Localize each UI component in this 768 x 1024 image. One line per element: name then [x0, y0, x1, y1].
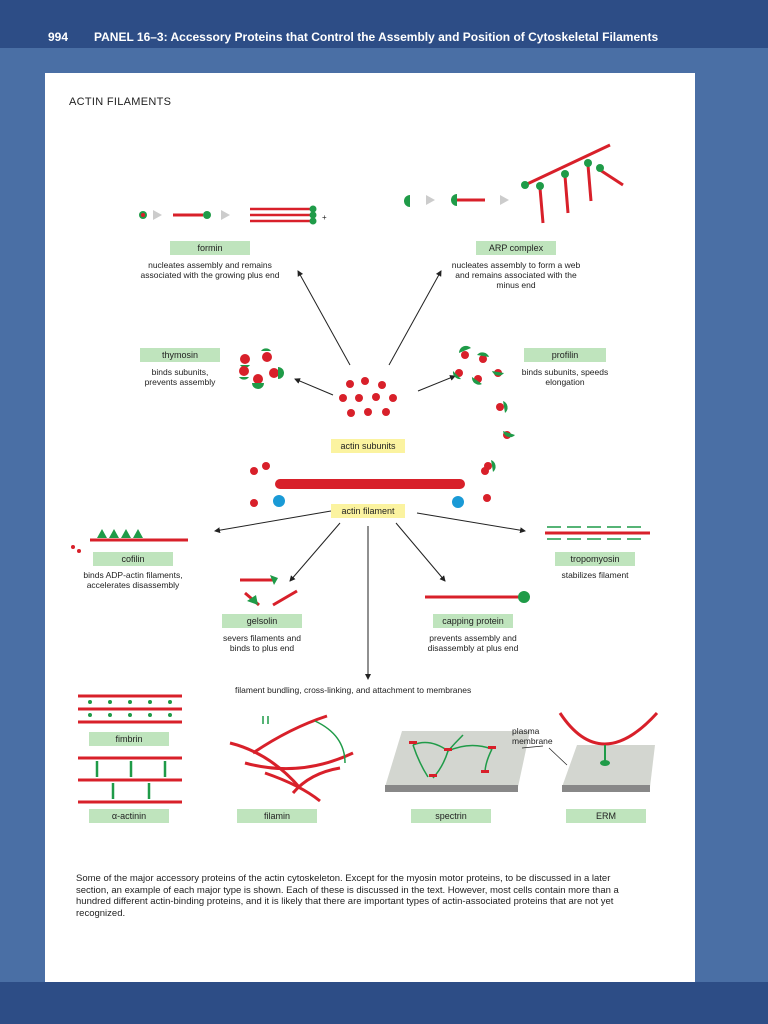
actin-subunits-label: actin subunits	[331, 439, 405, 453]
capping-diagram	[425, 591, 530, 603]
cofilin-description: binds ADP-actin filaments, accelerates d…	[83, 570, 183, 590]
page-number: 994	[48, 30, 69, 44]
spectrin-diagram	[385, 731, 530, 792]
capping-protein-description: prevents assembly and disassembly at plu…	[427, 633, 519, 653]
alpha-actinin-label: α-actinin	[89, 809, 169, 823]
tropomyosin-diagram	[545, 526, 650, 540]
figure-panel: ACTIN FILAMENTS +	[45, 73, 695, 982]
actin-subunit-cluster	[339, 377, 397, 417]
gelsolin-description: severs filaments and binds to plus end	[223, 633, 301, 653]
profilin-description: binds subunits, speeds elongation	[521, 367, 609, 387]
panel-label: PANEL 16–3:	[94, 30, 168, 44]
arp-diagram	[404, 143, 624, 224]
formin-label: formin	[170, 241, 250, 255]
spectrin-label: spectrin	[411, 809, 491, 823]
bundling-label: filament bundling, cross-linking, and at…	[235, 685, 472, 695]
alpha-actinin-diagram	[78, 756, 182, 804]
profilin-label: profilin	[524, 348, 606, 362]
cofilin-label: cofilin	[93, 552, 173, 566]
arp-complex-label: ARP complex	[476, 241, 556, 255]
profilin-subunits	[452, 345, 515, 472]
page-footer-band	[0, 982, 768, 1024]
plasma-membrane-label: plasma membrane	[512, 726, 553, 746]
formin-description: nucleates assembly and remains associate…	[140, 260, 280, 280]
tropomyosin-description: stabilizes filament	[561, 570, 629, 580]
fimbrin-label: fimbrin	[89, 732, 169, 746]
section-title: ACTIN FILAMENTS	[69, 96, 172, 108]
fimbrin-diagram	[78, 694, 182, 724]
filamin-label: filamin	[237, 809, 317, 823]
thymosin-label: thymosin	[140, 348, 220, 362]
pathway-arrows	[214, 270, 526, 680]
erm-label: ERM	[566, 809, 646, 823]
filamin-diagram	[229, 714, 354, 803]
panel-title-text: Accessory Proteins that Control the Asse…	[170, 30, 659, 44]
page-header: 994 PANEL 16–3: Accessory Proteins that …	[0, 0, 768, 48]
actin-illustration: +	[71, 143, 659, 804]
arp-complex-description: nucleates assembly to form a web and rem…	[451, 260, 581, 290]
formin-diagram: +	[139, 205, 327, 225]
thymosin-description: binds subunits, prevents assembly	[144, 367, 216, 387]
gelsolin-diagram	[240, 575, 298, 607]
svg-text:+: +	[322, 213, 327, 222]
thymosin-subunits	[239, 348, 284, 389]
panel-title: PANEL 16–3: Accessory Proteins that Cont…	[94, 30, 658, 44]
tropomyosin-label: tropomyosin	[555, 552, 635, 566]
erm-diagram	[521, 711, 659, 792]
gelsolin-label: gelsolin	[222, 614, 302, 628]
capping-protein-label: capping protein	[433, 614, 513, 628]
cofilin-diagram	[71, 529, 188, 553]
actin-filament-label: actin filament	[331, 504, 405, 518]
figure-caption: Some of the major accessory proteins of …	[76, 873, 619, 919]
actin-filament-helix	[250, 462, 491, 508]
